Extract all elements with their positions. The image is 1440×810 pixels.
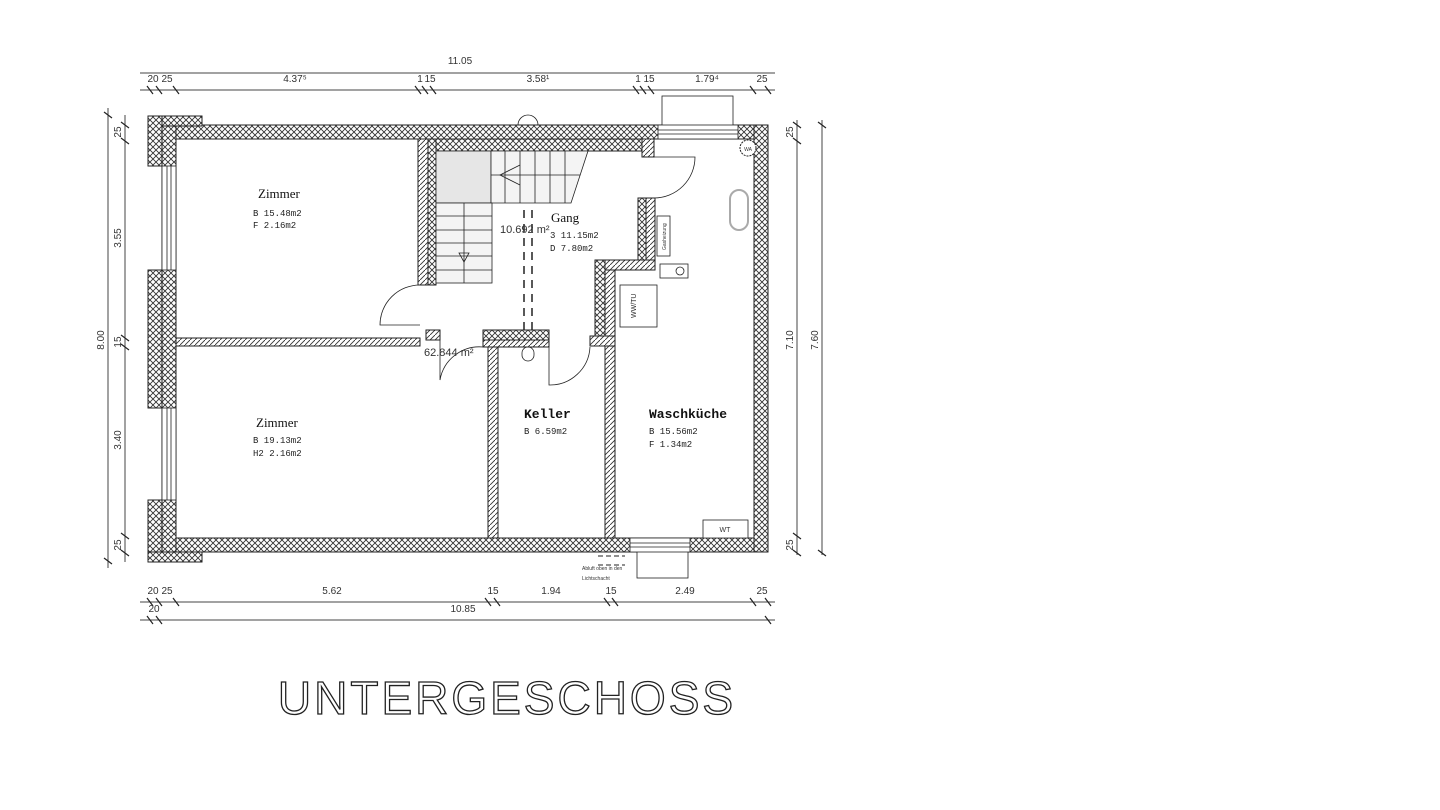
dimension-label: 20 [147,586,159,597]
dimension-label: 25 [161,74,173,85]
dimension-label: 4.37⁵ [283,74,307,85]
fixtures: WA Gasheizung WW/TU WT Abluft oben in de… [521,139,757,582]
dimension-label: 10.85 [450,604,475,615]
room-name: Zimmer [258,186,301,201]
flue-icon [517,114,539,126]
dimension-label: 8.00 [96,330,107,350]
wa-label: WA [744,147,753,153]
room-area: F 2.16m2 [253,221,296,231]
room-area: B 15.56m2 [649,427,698,437]
room-keller: Keller B 6.59m2 [524,407,571,437]
dimension-label: 25 [756,74,768,85]
dimension-label: 25 [756,586,768,597]
dimension-lines [103,72,827,625]
dimension-label: 7.10 [785,330,796,350]
wwtu-label: WW/TU [631,294,638,319]
room-name: Waschküche [649,407,727,422]
room-area: B 15.48m2 [253,209,302,219]
dimension-label: 3.58¹ [527,74,550,85]
plan-title: UNTERGESCHOSS [278,672,736,724]
area-label: 10.692 m² [500,224,550,236]
room-gang: Gang 3 11.15m2 D 7.80m2 [550,210,599,254]
room-area: B 6.59m2 [524,427,567,437]
dimensions-top: 11.05 20 25 4.37⁵ 1 15 3.58¹ 1 15 1.79⁴ … [147,56,768,85]
dimension-label: 1.79⁴ [695,74,719,85]
dimension-label: 7.60 [810,330,821,350]
meter-box [659,263,689,279]
dimension-label: 25 [113,126,124,138]
light-well-bottom [629,537,691,579]
dimensions-left: 8.00 25 3.55 15 3.40 25 [96,126,124,551]
room-area: 3 11.15m2 [550,231,599,241]
room-zimmer-2: Zimmer B 19.13m2 H2 2.16m2 [253,415,302,459]
dimension-label: 1 [417,74,423,85]
room-area: B 19.13m2 [253,436,302,446]
dimension-label: 20 [147,74,159,85]
dimension-label: 15 [113,336,124,348]
gas-heater [656,215,671,257]
interior-walls [175,138,656,539]
dimension-label: 3.55 [113,228,124,248]
wa-icon [739,139,757,157]
dimension-label: 15 [605,586,617,597]
dimension-label: 3.40 [113,430,124,450]
dimension-label: 25 [785,539,796,551]
dimensions-bottom: 20 25 5.62 15 1.94 15 2.49 25 20 10.85 [147,586,768,615]
room-name: Keller [524,407,571,422]
beam-dashed [523,210,533,330]
dimension-label: 11.05 [448,56,473,67]
windows-left [161,165,177,501]
dimension-label: 15 [643,74,655,85]
dimension-label: 1 [635,74,641,85]
dimension-label: 25 [161,586,173,597]
dimensions-right: 25 7.10 25 7.60 [785,126,821,551]
dimension-label: 25 [113,539,124,551]
gas-heater-label: Gasheizung [662,223,668,250]
light-well-top [657,95,739,140]
sink-icon [729,189,749,231]
doors[interactable] [379,156,696,386]
wwtu-box [619,284,658,328]
abluft-label-1: Abluft oben in den [582,566,623,572]
area-label: 62.844 m² [424,347,474,359]
room-name: Gang [551,210,580,225]
room-area: D 7.80m2 [550,244,593,254]
room-area: F 1.34m2 [649,440,692,450]
exhaust-duct [598,555,625,566]
wt-box [702,519,749,539]
drain-icon [521,346,535,362]
dimension-label: 15 [424,74,436,85]
dimension-label: 5.62 [322,586,342,597]
room-waschkueche: Waschküche B 15.56m2 F 1.34m2 [649,407,727,450]
room-zimmer-1: Zimmer B 15.48m2 F 2.16m2 [253,186,302,231]
dimension-label: 25 [785,126,796,138]
dimension-label: 15 [487,586,499,597]
abluft-label-2: Lichtschacht [582,576,610,582]
room-name: Zimmer [256,415,299,430]
staircase[interactable] [435,150,589,284]
dimension-label: 2.49 [675,586,695,597]
wt-label: WT [720,527,732,534]
dimension-label: 20 [148,604,160,615]
dimension-label: 1.94 [541,586,561,597]
room-area: H2 2.16m2 [253,449,302,459]
